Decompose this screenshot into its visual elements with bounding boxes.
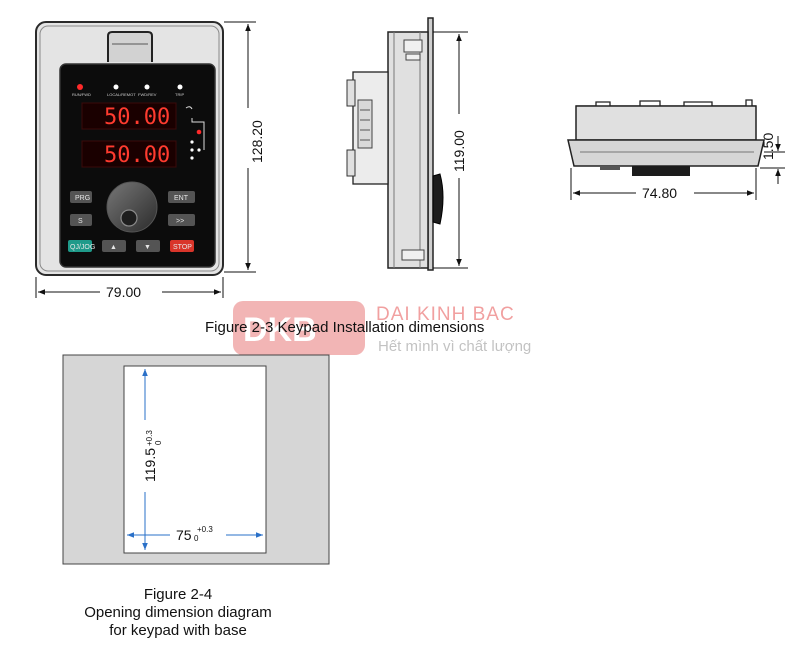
shift-key[interactable] — [168, 214, 195, 226]
opening-height-value: 119.5 — [142, 448, 158, 482]
prg-key[interactable] — [70, 191, 92, 203]
indicator-label-local: LOCAL/REMOT — [107, 92, 136, 97]
unit-indicators — [185, 106, 205, 160]
indicator-led-local — [113, 84, 119, 90]
opening-height-tol-upper: +0.3 — [145, 430, 154, 446]
bottom-thickness-dimension: 1.50 — [760, 133, 785, 184]
down-key[interactable] — [136, 240, 160, 252]
figure-2-4-caption-line3: for keypad with base — [109, 622, 247, 639]
side-top-clip — [403, 39, 423, 53]
indicator-label-fwd: FWD/REV — [138, 92, 157, 97]
ent-key-label: ENT — [174, 195, 189, 202]
figure-2-4-caption-line2: Opening dimension diagram — [84, 604, 272, 621]
front-width-dim-label: 79.00 — [106, 284, 141, 300]
shift-key-label: >> — [176, 218, 184, 225]
up-key[interactable] — [102, 240, 126, 252]
keypad-bottom-view — [567, 99, 765, 176]
stop-key-label: STOP — [173, 244, 192, 251]
ent-key[interactable] — [168, 191, 195, 203]
indicator-led-run — [77, 84, 83, 90]
display-lower — [81, 140, 177, 168]
knob-center — [120, 209, 138, 227]
s-key[interactable] — [70, 214, 92, 226]
bottom-knob — [632, 166, 690, 176]
side-knob — [432, 173, 444, 225]
opening-height-tol-lower: 0 — [154, 440, 163, 445]
display-upper — [81, 102, 177, 130]
display-lower-value: 50.00 — [104, 143, 170, 168]
opening-width-dimension-label: 75 +0.3 0 — [176, 525, 213, 543]
front-top-tab — [107, 31, 153, 62]
side-height-dim-label: 119.00 — [451, 130, 467, 172]
figure-2-4-caption-line1: Figure 2-4 — [144, 586, 212, 603]
indicator-led-trip — [177, 84, 183, 90]
qjog-key[interactable] — [68, 240, 92, 252]
front-height-dim-label: 128.20 — [249, 120, 265, 163]
keypad-front-view: RUN/FWD LOCAL/REMOT FWD/REV TRIP 50.00 5… — [35, 21, 224, 276]
watermark: DKB DAI KINH BAC Hết mình vì chất lượng — [233, 301, 531, 355]
front-width-dimension: 79.00 — [35, 277, 224, 300]
stop-key[interactable] — [170, 240, 194, 252]
watermark-logo-badge — [233, 301, 365, 355]
opening-width-value: 75 — [176, 527, 192, 543]
s-key-label: S — [78, 218, 83, 225]
indicator-label-trip: TRIP — [175, 92, 184, 97]
keypad-side-view — [346, 17, 444, 271]
digital-potentiometer-knob[interactable] — [106, 181, 158, 233]
up-key-label: ▲ — [110, 244, 117, 251]
bottom-thickness-dim-label: 1.50 — [760, 133, 776, 160]
down-key-label: ▼ — [144, 244, 151, 251]
watermark-tagline: Hết mình vì chất lượng — [378, 338, 531, 355]
bottom-width-dimension: 74.80 — [570, 168, 757, 201]
bottom-width-dim-label: 74.80 — [642, 185, 677, 201]
qjog-key-label: QJ/JOG — [70, 244, 95, 251]
side-connector — [346, 71, 389, 185]
opening-diagram — [62, 354, 330, 565]
front-bezel-inner — [39, 25, 220, 272]
side-height-dimension: 119.00 — [433, 31, 468, 269]
indicator-label-run: RUN/FWD — [72, 92, 91, 97]
indicator-led-fwd — [144, 84, 150, 90]
watermark-logo-text: DKB — [243, 311, 317, 349]
front-height-dimension: 128.20 — [224, 21, 265, 273]
bottom-body — [575, 105, 757, 141]
figure-2-3-caption: Figure 2-3 Keypad Installation dimension… — [205, 319, 484, 336]
watermark-name: DAI KINH BAC — [376, 304, 515, 325]
bottom-top-profile — [576, 99, 756, 107]
opening-height-dimension-label: 119.5 +0.3 0 — [142, 430, 163, 482]
opening-width-tol-lower: 0 — [194, 534, 199, 543]
display-upper-value: 50.00 — [104, 105, 170, 130]
side-body — [387, 31, 429, 269]
bottom-flange — [567, 139, 765, 167]
prg-key-label: PRG — [75, 195, 90, 202]
opening-width-tol-upper: +0.3 — [197, 525, 213, 534]
